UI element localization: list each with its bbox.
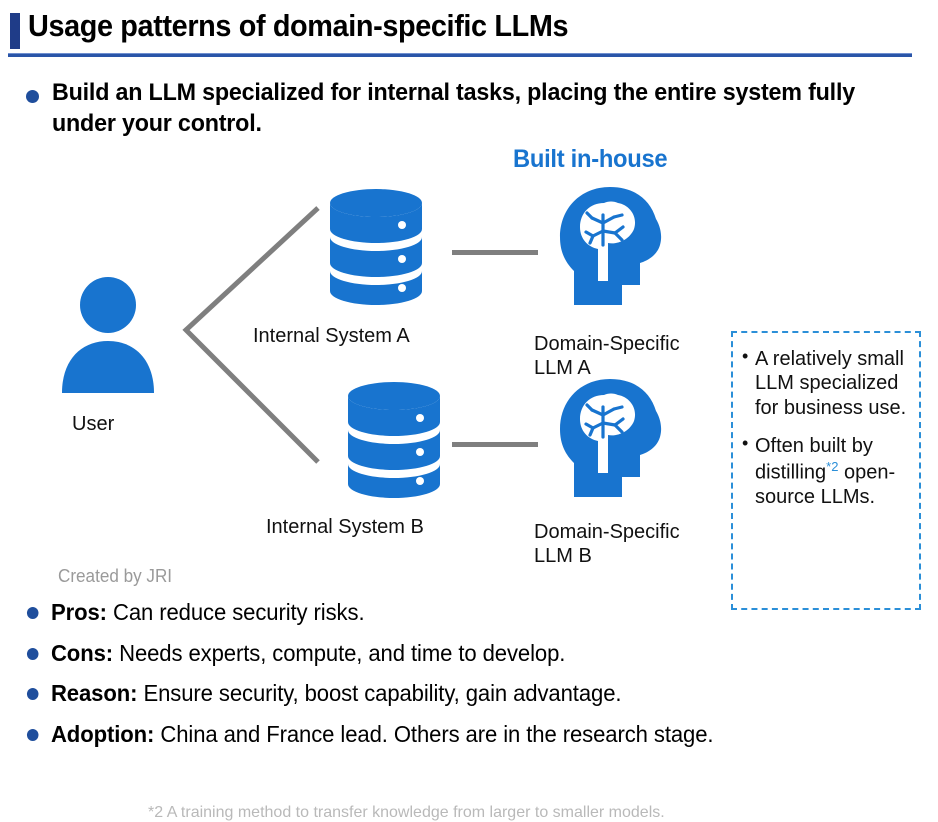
bullet-key: Reason: <box>50 680 138 707</box>
lead-bullet-text: Build an LLM specialized for internal ta… <box>52 79 855 137</box>
credit-label: Created by JRI <box>58 566 173 586</box>
slide-title-row: Usage patterns of domain-specific LLMs <box>0 0 938 58</box>
summary-bullet-cons: Cons: Needs experts, compute, and time t… <box>26 639 890 668</box>
connector-line-a <box>452 250 538 255</box>
summary-bullet-pros: Pros: Can reduce security risks. <box>26 598 890 627</box>
architecture-diagram: Built in-house <box>0 140 938 610</box>
branch-connector <box>182 206 320 464</box>
node-label-llm-b: Domain-Specific LLM B <box>534 520 680 569</box>
lead-bullet-dot <box>26 90 39 103</box>
node-label-system-a: Internal System A <box>253 325 410 347</box>
bullet-text: Needs experts, compute, and time to deve… <box>119 639 566 666</box>
node-label-llm-a-line2: LLM A <box>534 357 591 380</box>
bullet-key: Adoption: <box>50 720 155 747</box>
node-label-llm-b-line1: Domain-Specific <box>534 521 680 543</box>
summary-bullet-reason: Reason: Ensure security, boost capabilit… <box>26 679 890 708</box>
node-label-user: User <box>72 413 115 435</box>
callout-item: A relatively small LLM specialized for b… <box>741 346 913 420</box>
brain-head-icon <box>560 379 662 497</box>
callout-list: A relatively small LLM specialized for b… <box>733 333 919 509</box>
summary-bullet-adoption: Adoption: China and France lead. Others … <box>26 720 890 749</box>
footnote-text: *2 A training method to transfer knowled… <box>148 804 665 821</box>
callout-item-text-after: open-source LLMs. <box>755 461 896 508</box>
callout-item: Often built by distilling*2 open-source … <box>741 433 913 509</box>
page-title: Usage patterns of domain-specific LLMs <box>28 8 569 43</box>
bullet-text: China and France lead. Others are in the… <box>160 720 714 747</box>
footnote-ref-2: *2 <box>826 458 839 474</box>
connector-line-b <box>452 442 538 447</box>
user-icon <box>62 277 154 393</box>
node-label-llm-a: Domain-Specific LLM A <box>534 332 680 381</box>
node-label-llm-a-line1: Domain-Specific <box>534 333 680 355</box>
title-accent-bar <box>10 13 20 49</box>
summary-bullet-list: Pros: Can reduce security risks. Cons: N… <box>26 598 926 760</box>
bullet-text: Ensure security, boost capability, gain … <box>143 680 622 707</box>
bullet-text: Can reduce security risks. <box>112 599 365 625</box>
callout-box: A relatively small LLM specialized for b… <box>731 331 921 610</box>
bullet-key: Pros: <box>50 599 107 625</box>
brain-head-icon <box>560 187 662 305</box>
database-icon <box>330 189 422 305</box>
bullet-key: Cons: <box>50 639 114 666</box>
title-underline <box>8 53 912 57</box>
database-icon <box>348 382 440 498</box>
diagram-heading: Built in-house <box>513 145 668 173</box>
callout-item-text-before: Often built by distilling <box>755 435 873 484</box>
node-label-llm-b-line2: LLM B <box>534 545 592 568</box>
node-label-system-b: Internal System B <box>266 516 424 538</box>
